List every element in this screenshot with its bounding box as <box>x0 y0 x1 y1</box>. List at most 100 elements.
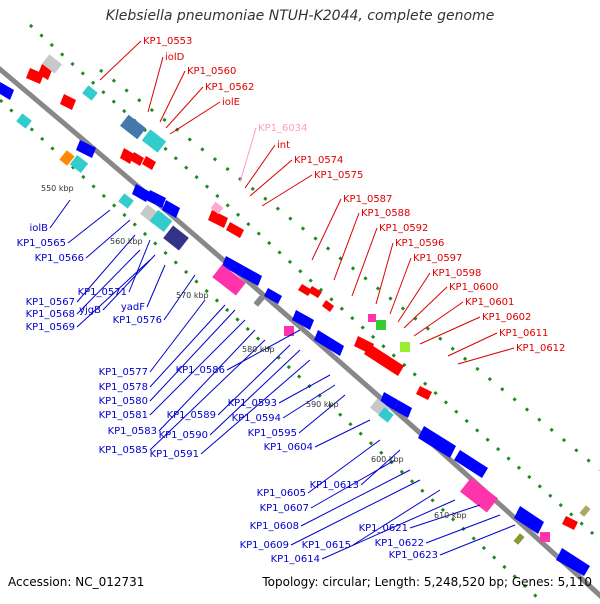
feature-cyan <box>118 193 134 209</box>
label-connector <box>360 449 401 486</box>
forward-gene-label: KP1_0611 <box>499 328 548 339</box>
feature-cyan <box>141 129 167 153</box>
forward-gene <box>298 284 312 296</box>
reverse-gene <box>146 190 166 208</box>
label-connector <box>149 339 266 451</box>
feature-cyan <box>69 154 89 174</box>
forward-gene <box>226 222 244 238</box>
forward-gene <box>416 386 432 400</box>
label-connector <box>419 316 481 345</box>
reverse-gene-label: KP1_0581 <box>99 410 148 421</box>
label-connector <box>149 319 246 416</box>
position-tick-label: 560 kbp <box>110 237 143 246</box>
feature-navy <box>163 225 189 251</box>
label-connector <box>278 374 331 404</box>
label-connector <box>76 234 136 303</box>
label-connector <box>249 159 293 197</box>
label-connector <box>128 239 151 293</box>
label-connector <box>76 249 141 315</box>
label-connector <box>200 359 311 455</box>
feature-grey <box>42 54 62 74</box>
forward-genes <box>26 64 578 530</box>
reverse-gene-label: KP1_0577 <box>99 367 148 378</box>
reverse-gene-label: KP1_0607 <box>260 503 309 514</box>
reverse-gene-label: KP1_0576 <box>113 315 162 326</box>
reverse-gene-label: KP1_0613 <box>310 480 359 491</box>
label-connector <box>102 254 156 311</box>
forward-gene-label: KP1_0588 <box>361 208 410 219</box>
reverse-gene-label: KP1_0605 <box>257 488 306 499</box>
forward-gene-label: int <box>277 140 290 151</box>
reverse-gene-label: KP1_0621 <box>359 523 408 534</box>
reverse-gene <box>514 506 544 534</box>
reverse-gene <box>556 548 590 576</box>
reverse-gene <box>240 266 262 286</box>
reverse-gene-label: KP1_0569 <box>26 322 75 333</box>
feature-cyan <box>378 407 394 423</box>
label-connector <box>307 439 381 494</box>
label-connector <box>311 198 342 261</box>
reverse-gene <box>132 184 150 202</box>
feature-magenta <box>212 264 246 296</box>
reverse-genes <box>0 82 590 576</box>
forward-gene <box>130 152 144 166</box>
feature-orange <box>59 150 75 166</box>
gene-labels: KP1_0553iolDKP1_0560KP1_0562iolEintKP1_0… <box>17 36 566 565</box>
forward-gene <box>322 300 334 312</box>
reverse-gene <box>454 450 488 478</box>
forward-gene <box>308 286 322 298</box>
forward-gene-label: KP1_0602 <box>482 312 531 323</box>
feature-green <box>376 320 386 330</box>
reverse-gene-label: KP1_0565 <box>17 238 66 249</box>
genome-backbone <box>0 65 600 599</box>
reverse-gene-label: KP1_0590 <box>159 430 208 441</box>
label-connector <box>99 40 142 81</box>
feature-magenta <box>368 314 376 322</box>
reverse-gene-label: yjgB <box>79 305 101 316</box>
label-connector <box>209 349 301 436</box>
forward-gene-label: KP1_0592 <box>379 223 428 234</box>
label-connector <box>163 274 196 321</box>
outer-dotted-track <box>28 23 600 542</box>
reverse-gene <box>314 330 344 356</box>
position-tick-label: 570 kbp <box>176 291 209 300</box>
reverse-gene-label: KP1_0571 <box>78 287 127 298</box>
forward-gene-label: KP1_0587 <box>343 194 392 205</box>
label-connector <box>282 384 336 419</box>
label-connector <box>397 272 431 323</box>
label-connector <box>375 242 394 305</box>
forward-gene-label: iolD <box>165 52 185 63</box>
label-connector <box>351 227 378 297</box>
label-connector <box>439 524 516 556</box>
reverse-gene-label: KP1_0566 <box>35 253 84 264</box>
label-connector <box>261 174 313 207</box>
label-connector <box>49 199 71 229</box>
label-connector <box>409 504 481 529</box>
feature-olive <box>579 505 591 517</box>
reverse-gene-label: KP1_0578 <box>99 382 148 393</box>
forward-gene <box>562 516 578 530</box>
reverse-gene-label: KP1_0604 <box>264 442 313 453</box>
reverse-gene-label: KP1_0567 <box>26 297 75 308</box>
feature-cyan <box>149 209 173 233</box>
forward-gene <box>142 156 156 170</box>
reverse-gene <box>222 256 244 276</box>
reverse-gene-label: KP1_0614 <box>271 554 320 565</box>
map-title: Klebsiella pneumoniae NTUH-K2044, comple… <box>105 8 495 24</box>
reverse-gene <box>418 426 456 458</box>
forward-gene-label: KP1_0598 <box>432 268 481 279</box>
forward-gene-label: KP1_0553 <box>143 36 192 47</box>
feature-steelblue <box>120 114 146 140</box>
reverse-gene-label: iolB <box>29 223 48 234</box>
reverse-gene-label: yadF <box>121 302 145 313</box>
genome-summary-text: Topology: circular; Length: 5,248,520 bp… <box>262 575 592 589</box>
forward-gene-label: KP1_0612 <box>516 343 565 354</box>
forward-gene-label: KP1_0562 <box>205 82 254 93</box>
reverse-gene <box>380 392 398 410</box>
label-connector <box>165 86 204 129</box>
feature-magenta <box>284 326 294 336</box>
forward-gene <box>60 94 76 110</box>
reverse-gene-label: KP1_0583 <box>108 426 157 437</box>
position-tick-label: 580 kbp <box>242 345 275 354</box>
